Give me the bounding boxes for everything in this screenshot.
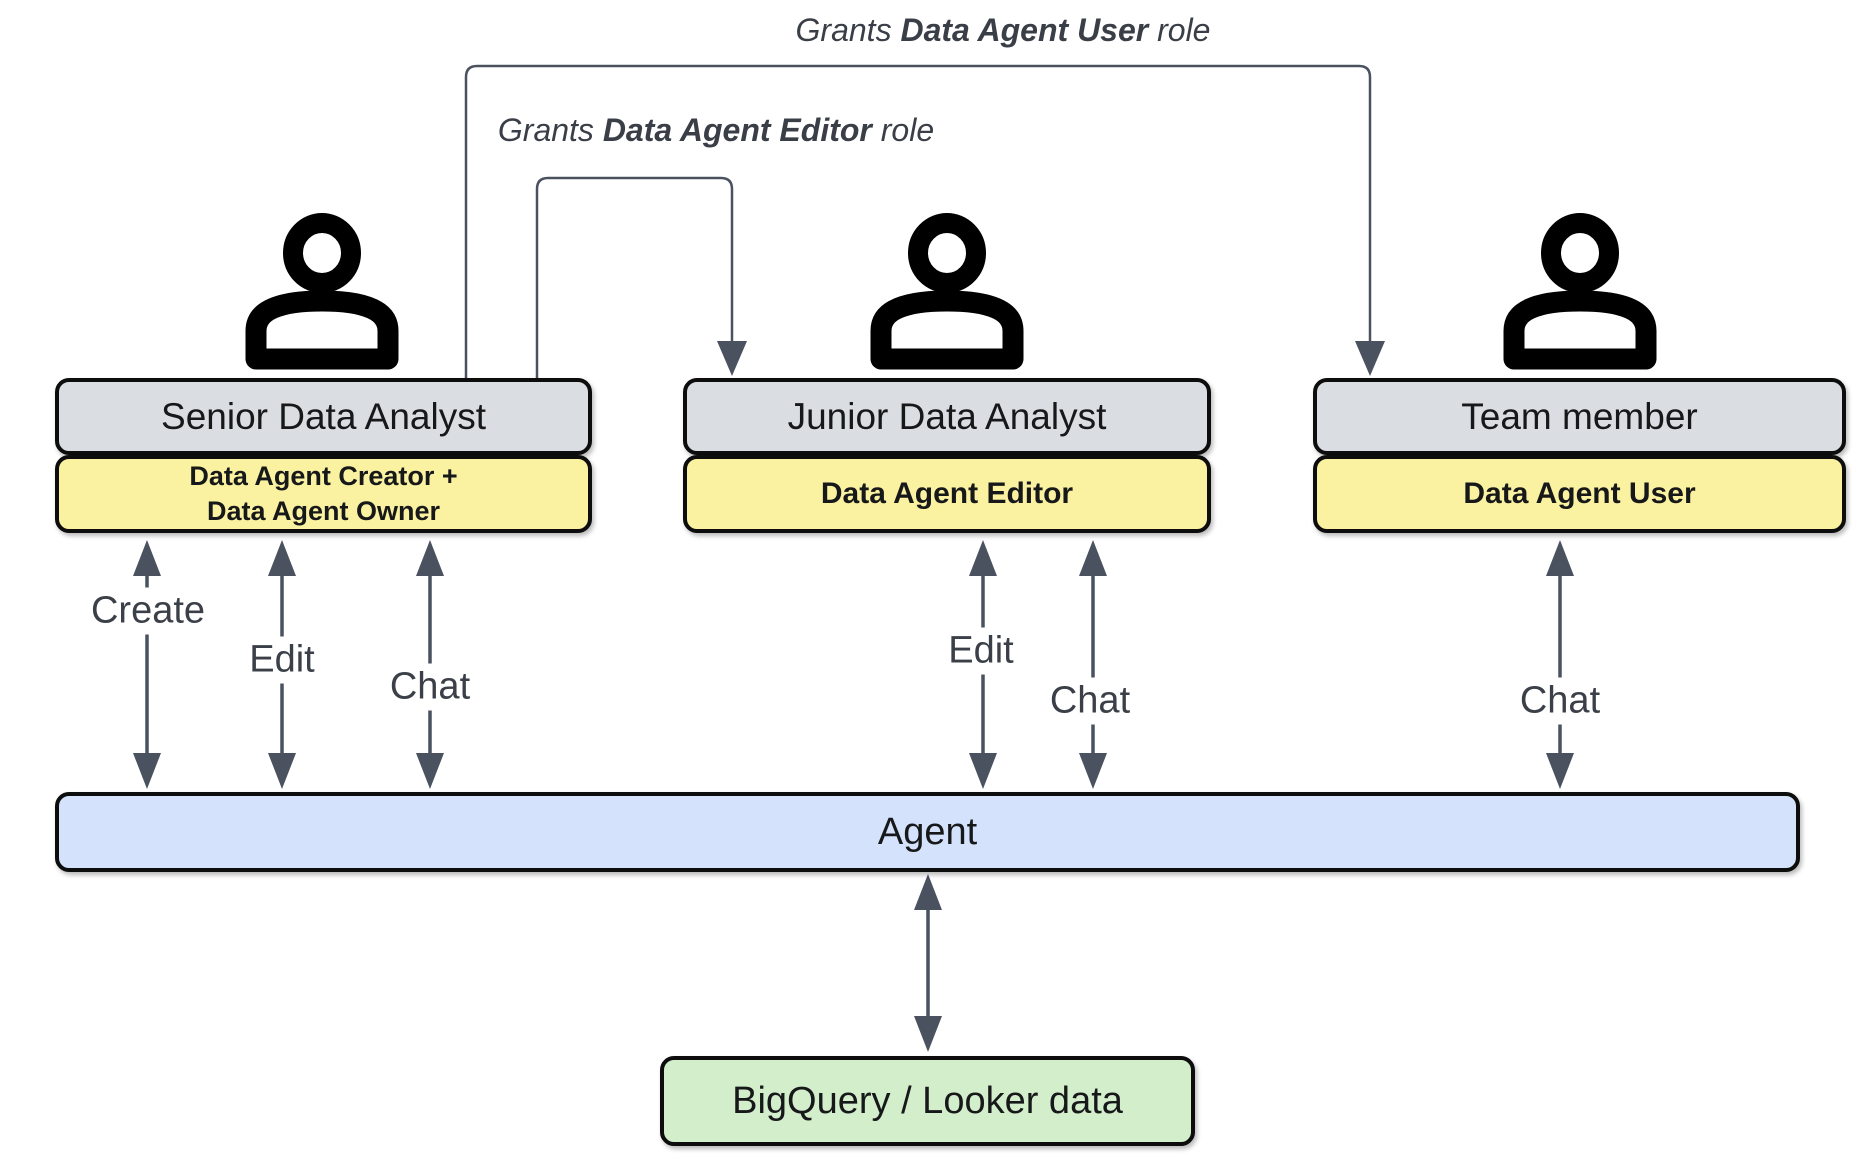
grant-user-prefix: Grants [795, 12, 901, 48]
team-role-box: Data Agent User [1313, 455, 1846, 533]
grant-user-role: Data Agent User [900, 12, 1149, 48]
senior-role-box: Data Agent Creator + Data Agent Owner [55, 455, 592, 533]
team-chat-action-label: Chat [1511, 677, 1609, 725]
senior-analyst-box: Senior Data Analyst [55, 378, 592, 455]
agent-label: Agent [877, 810, 978, 853]
senior-edit-action-label: Edit [241, 636, 323, 684]
agent-data-arrow [914, 874, 942, 1052]
team-chat-arrow [1546, 540, 1574, 789]
junior-role-label: Data Agent Editor [820, 477, 1074, 510]
bigquery-looker-box: BigQuery / Looker data [660, 1056, 1195, 1146]
junior-chat-arrow [1079, 540, 1107, 789]
junior-edit-action-label: Edit [940, 627, 1022, 675]
grant-user-connector [464, 64, 1385, 378]
junior-analyst-box: Junior Data Analyst [683, 378, 1211, 455]
grant-editor-role: Data Agent Editor [602, 112, 872, 148]
person-icon [870, 213, 1024, 370]
junior-role-box: Data Agent Editor [683, 455, 1211, 533]
create-action-label: Create [82, 587, 214, 635]
senior-role-line1: Data Agent Creator + [189, 460, 458, 491]
senior-role-line2: Data Agent Owner [206, 496, 441, 526]
grant-editor-label: Grants Data Agent Editor role [491, 112, 941, 149]
agent-bar: Agent [55, 792, 1800, 872]
person-icon [245, 213, 399, 370]
senior-chat-action-label: Chat [381, 663, 479, 711]
arrowhead-down-icon [717, 341, 747, 376]
grant-editor-connector [535, 176, 747, 378]
grant-user-suffix: role [1148, 12, 1211, 48]
grant-editor-suffix: role [871, 112, 935, 148]
team-role-label: Data Agent User [1463, 477, 1696, 510]
junior-analyst-label: Junior Data Analyst [787, 395, 1107, 437]
senior-create-arrow [133, 540, 161, 789]
person-icon [1503, 213, 1657, 370]
junior-chat-action-label: Chat [1041, 677, 1139, 725]
grant-editor-prefix: Grants [497, 112, 603, 148]
team-member-box: Team member [1313, 378, 1846, 455]
arrowhead-down-icon [1355, 341, 1385, 376]
grant-user-label: Grants Data Agent User role [789, 12, 1217, 49]
bigquery-looker-label: BigQuery / Looker data [732, 1079, 1123, 1122]
senior-analyst-label: Senior Data Analyst [161, 395, 486, 437]
team-member-label: Team member [1461, 395, 1698, 437]
